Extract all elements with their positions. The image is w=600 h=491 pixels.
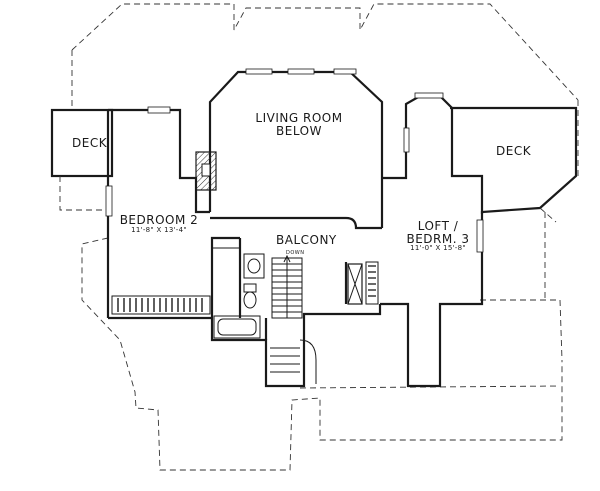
loft-name-line1: LOFT / [417,219,459,233]
living-room-label-line1: LIVING ROOM [255,111,343,125]
lower-roof-outline [81,212,563,471]
interior-walls [210,216,382,340]
bathroom-fixtures [213,253,265,339]
closet-shelving [347,261,379,305]
windows [105,68,484,253]
loft-dimensions: 11'-0" X 15'-8" [410,244,466,253]
bedroom2-dimensions: 11'-8" X 13'-4" [131,225,187,234]
chimney [195,151,217,191]
deck-left-outline [50,108,114,211]
loft-name-line2: BEDRM. 3 [406,231,470,246]
staircase [270,254,317,384]
roof-outline [71,3,579,180]
living-room-label: LIVING ROOM BELOW [246,112,352,137]
balcony-railing [111,295,211,315]
living-room-label-line2: BELOW [276,123,322,138]
deck-left-label: DECK [72,136,108,150]
deck-right-outline [450,106,578,223]
balcony-label: BALCONY [276,233,337,247]
stair-down-label: DOWN [286,250,305,256]
loft-label: LOFT / BEDRM. 3 11'-0" X 15'-8" [392,220,484,253]
deck-right-label: DECK [496,144,532,158]
bedroom2-label: BEDROOM 2 11'-8" X 13'-4" [114,214,204,234]
bedroom2-name: BEDROOM 2 [119,213,199,227]
